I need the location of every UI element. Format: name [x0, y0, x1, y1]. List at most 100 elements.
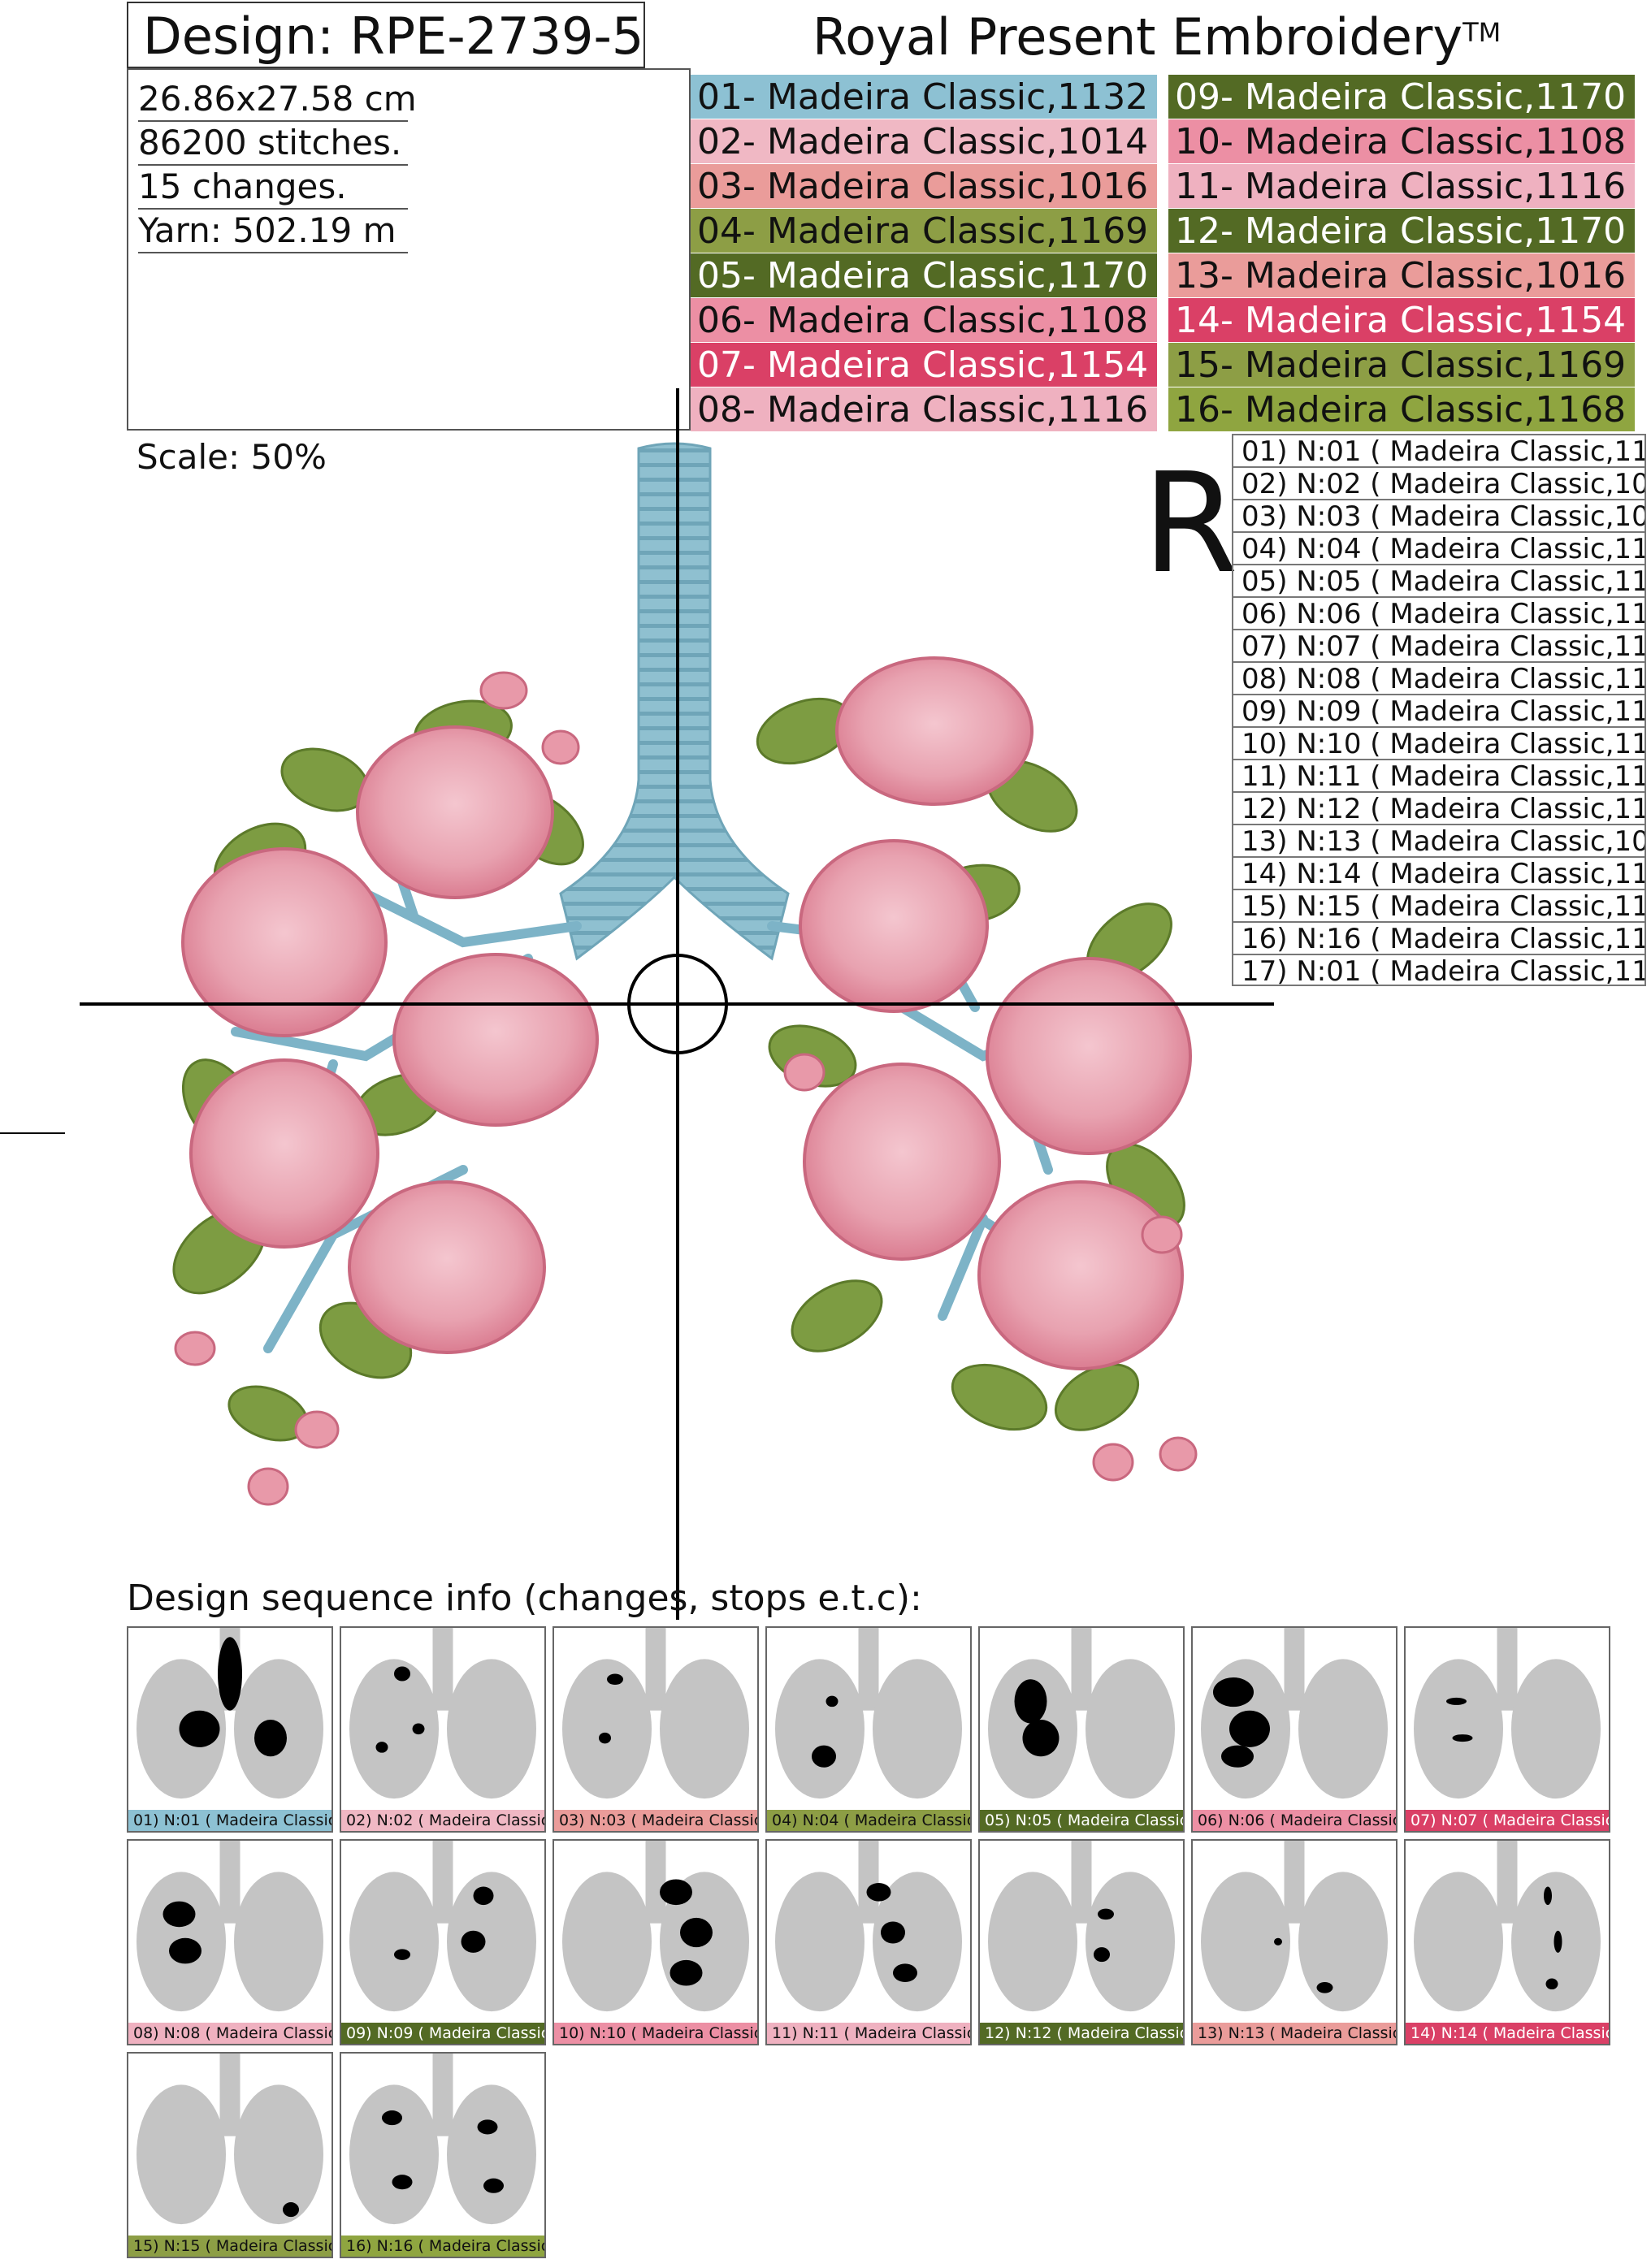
thumbnail-caption: 09) N:09 ( Madeira Classic	[341, 2023, 544, 2044]
stitched-region	[394, 1949, 410, 1960]
color-changes: 15 changes.	[138, 166, 408, 210]
sequence-row: 07) N:07 ( Madeira Classic,1154)	[1232, 629, 1646, 661]
sequence-thumbnail: 11) N:11 ( Madeira Classic,11	[765, 1839, 972, 2045]
lung-silhouette	[988, 1841, 1175, 2012]
thumbnail-caption: 14) N:14 ( Madeira Classic,1	[1406, 2023, 1609, 2044]
sequence-row: 15) N:15 ( Madeira Classic,1169)	[1232, 889, 1646, 921]
thread-color-row: 08- Madeira Classic,1116	[691, 387, 1157, 431]
design-title: Design: RPE-2739-5	[127, 2, 645, 68]
sequence-list: 01) N:01 ( Madeira Classic,1132)02) N:02…	[1232, 434, 1646, 986]
silhouette-right-lung	[1086, 1872, 1175, 2012]
sequence-row: 17) N:01 ( Madeira Classic,1132)	[1232, 954, 1646, 986]
thumbnail-caption: 15) N:15 ( Madeira Classic,1	[128, 2236, 332, 2257]
sequence-thumbnail: 15) N:15 ( Madeira Classic,1	[127, 2052, 333, 2258]
stitched-region	[1014, 1679, 1047, 1724]
stitched-region	[473, 1886, 494, 1906]
sequence-row: 10) N:10 ( Madeira Classic,1108)	[1232, 726, 1646, 759]
silhouette-right-lung	[447, 2084, 536, 2225]
stitched-region	[1098, 1908, 1114, 1920]
stitched-region	[1554, 1930, 1562, 1953]
silhouette-left-lung	[349, 1872, 439, 2012]
sequence-row: 04) N:04 ( Madeira Classic,1169)	[1232, 531, 1646, 564]
stitched-region	[179, 1710, 220, 1747]
rose-buds	[174, 671, 1198, 1506]
thread-color-row: 02- Madeira Classic,1014	[691, 119, 1157, 163]
silhouette-left-lung	[775, 1659, 864, 1799]
silhouette-right-lung	[234, 2084, 323, 2225]
thumbnail-caption: 01) N:01 ( Madeira Classic,1	[128, 1810, 332, 1831]
silhouette-right-lung	[1298, 1872, 1388, 2012]
stitched-region	[1316, 1982, 1333, 1993]
crosshair-circle	[627, 954, 728, 1054]
stitched-region	[670, 1959, 703, 1986]
thread-color-row: 04- Madeira Classic,1169	[691, 209, 1157, 253]
silhouette-left-lung	[562, 1659, 652, 1799]
sequence-thumbnail: 01) N:01 ( Madeira Classic,1	[127, 1626, 333, 1833]
stitched-region	[680, 1917, 713, 1948]
thread-color-row: 10- Madeira Classic,1108	[1168, 119, 1635, 163]
silhouette-left-lung	[988, 1872, 1077, 2012]
stitched-region	[382, 2110, 402, 2126]
lung-silhouette	[562, 1841, 749, 2012]
thread-color-row: 01- Madeira Classic,1132	[691, 75, 1157, 119]
stitched-region	[1221, 1745, 1254, 1768]
stitched-region	[461, 1930, 486, 1953]
silhouette-left-lung	[1201, 1872, 1290, 2012]
thread-color-row: 15- Madeira Classic,1169	[1168, 343, 1635, 387]
stitched-region	[812, 1745, 836, 1768]
stitched-region	[392, 2175, 413, 2190]
sequence-row: 05) N:05 ( Madeira Classic,1170)	[1232, 564, 1646, 596]
stitched-region	[1229, 1710, 1270, 1747]
silhouette-trachea	[1071, 1841, 1092, 1924]
stitched-region	[607, 1673, 623, 1686]
design-info-box: 26.86x27.58 cm 86200 stitches. 15 change…	[127, 68, 691, 431]
stitched-region	[826, 1695, 838, 1707]
thread-color-row: 13- Madeira Classic,1016	[1168, 253, 1635, 297]
sequence-row: 01) N:01 ( Madeira Classic,1132)	[1232, 434, 1646, 466]
sequence-thumbnail: 06) N:06 ( Madeira Classic	[1191, 1626, 1398, 1833]
thread-color-row: 11- Madeira Classic,1116	[1168, 164, 1635, 208]
trademark-mark: TM	[1462, 17, 1502, 48]
stitched-region	[169, 1937, 202, 1964]
thread-color-row: 06- Madeira Classic,1108	[691, 298, 1157, 342]
brand-title: Royal Present EmbroideryTM	[812, 5, 1501, 70]
thumbnail-caption: 05) N:05 ( Madeira Classic	[980, 1810, 1183, 1831]
thumbnail-caption: 08) N:08 ( Madeira Classic	[128, 2023, 332, 2044]
stitched-region	[1545, 1978, 1558, 1990]
thumbnail-caption: 07) N:07 ( Madeira Classic	[1406, 1810, 1609, 1831]
brand-name: Royal Present Embroidery	[812, 7, 1463, 67]
silhouette-right-lung	[447, 1872, 536, 2012]
silhouette-left-lung	[562, 1872, 652, 2012]
right-lung-roses	[799, 656, 1192, 1370]
silhouette-trachea	[219, 1841, 240, 1924]
orientation-mark: R	[1142, 444, 1239, 604]
stitch-count: 86200 stitches.	[138, 122, 408, 166]
silhouette-left-lung	[136, 2084, 226, 2225]
thread-color-row: 16- Madeira Classic,1168	[1168, 387, 1635, 431]
thumbnail-caption: 11) N:11 ( Madeira Classic,11	[767, 2023, 970, 2044]
silhouette-left-lung	[349, 2084, 439, 2225]
silhouette-trachea	[858, 1628, 879, 1711]
silhouette-left-lung	[775, 1872, 864, 2012]
lung-silhouette	[775, 1841, 962, 2012]
stitched-region	[1274, 1937, 1282, 1946]
silhouette-right-lung	[1298, 1659, 1388, 1799]
silhouette-right-lung	[447, 1659, 536, 1799]
lung-silhouette	[349, 2054, 536, 2225]
lung-silhouette	[1201, 1841, 1388, 2012]
thumbnail-caption: 10) N:10 ( Madeira Classic,	[554, 2023, 757, 2044]
thumbnail-caption: 06) N:06 ( Madeira Classic	[1193, 1810, 1396, 1831]
sequence-row: 03) N:03 ( Madeira Classic,1016)	[1232, 499, 1646, 531]
stitched-region	[283, 2202, 299, 2218]
silhouette-right-lung	[873, 1659, 962, 1799]
silhouette-right-lung	[1511, 1659, 1601, 1799]
stitched-region	[483, 2178, 504, 2193]
lung-silhouette	[1201, 1628, 1388, 1799]
stitched-region	[394, 1666, 410, 1682]
silhouette-right-lung	[1086, 1659, 1175, 1799]
silhouette-right-lung	[660, 1659, 749, 1799]
silhouette-trachea	[1284, 1841, 1305, 1924]
hoop-edge-mark	[0, 1132, 65, 1134]
sequence-row: 14) N:14 ( Madeira Classic,1154)	[1232, 856, 1646, 889]
